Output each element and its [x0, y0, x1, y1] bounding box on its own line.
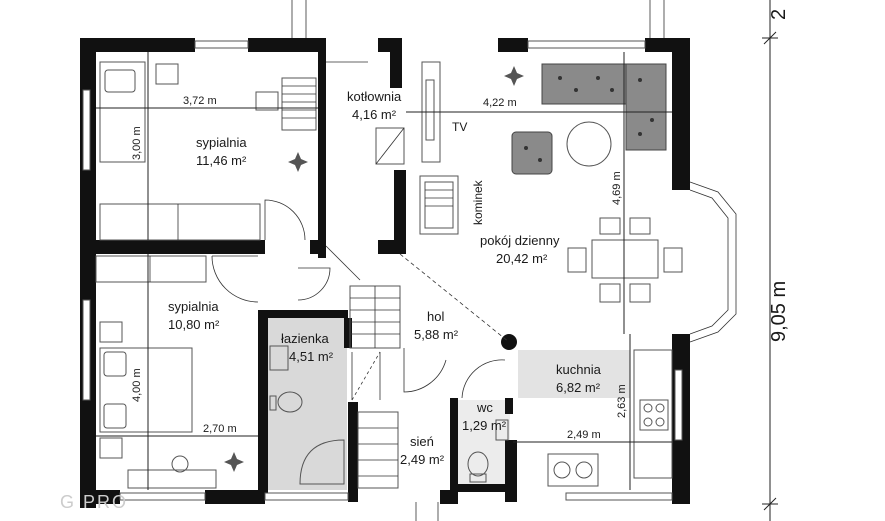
bathroom-fixtures — [269, 345, 345, 485]
armchair — [511, 131, 553, 175]
stairs — [349, 285, 401, 489]
tv-label: TV — [452, 120, 467, 134]
boiler-area: 4,16 m² — [352, 107, 397, 122]
boiler-name: kotłownia — [347, 89, 402, 104]
bathroom-area: 4,51 m² — [289, 349, 334, 364]
kitchen-width: 2,49 m — [567, 429, 601, 441]
bedroom1-depth: 3,00 m — [131, 126, 143, 160]
wc-name: wc — [476, 400, 493, 415]
hall-door — [403, 348, 447, 393]
bathroom-floor — [266, 318, 347, 490]
bedroom1-door — [264, 199, 306, 241]
fireplace-unit — [419, 175, 459, 235]
bedroom2-door — [211, 255, 259, 303]
sofa — [541, 63, 667, 151]
plant-icon — [224, 452, 244, 472]
coffee-table — [566, 121, 612, 167]
bedroom1-width: 3,72 m — [183, 95, 217, 107]
bedroom1-furniture — [99, 61, 317, 241]
bedroom1-area: 11,46 m² — [196, 153, 247, 168]
bathroom-door — [297, 267, 331, 301]
windows — [82, 40, 683, 501]
wc-fixtures — [467, 419, 509, 483]
living-area: 20,42 m² — [496, 251, 548, 266]
bedroom2-depth: 4,00 m — [131, 368, 143, 402]
total-depth: 9,05 m — [768, 281, 790, 342]
living-width: 4,22 m — [483, 97, 517, 109]
kitchen-name: kuchnia — [556, 362, 602, 377]
kitchen-area: 6,82 m² — [556, 380, 601, 395]
plant-icon — [288, 152, 308, 172]
dining-set — [567, 217, 683, 303]
fireplace-label: kominek — [471, 179, 485, 225]
hall-name: hol — [427, 309, 444, 324]
bedroom2-area: 10,80 m² — [168, 317, 220, 332]
wc-door — [461, 359, 506, 399]
watermark: G PRO — [60, 492, 128, 512]
bedroom2-furniture — [95, 255, 217, 489]
bathroom-name: łazienka — [281, 331, 329, 346]
top-right-dim: 2 — [768, 9, 790, 20]
wc-area: 1,29 m² — [462, 418, 507, 433]
plant-icon — [504, 66, 524, 86]
kitchen-depth: 2,63 m — [616, 384, 628, 418]
boiler-door — [325, 245, 361, 281]
wc-floor — [458, 400, 510, 490]
bedroom1-name: sypialnia — [196, 135, 247, 150]
bay-window — [689, 189, 729, 335]
kitchen-counter — [518, 350, 630, 398]
bedroom2-name: sypialnia — [168, 299, 219, 314]
living-name: pokój dzienny — [480, 233, 560, 248]
hall-area: 5,88 m² — [414, 327, 459, 342]
bedroom2-width: 2,70 m — [203, 423, 237, 435]
living-depth: 4,69 m — [611, 171, 623, 205]
vestibule-name: sień — [410, 434, 434, 449]
boiler-unit — [375, 127, 405, 165]
vestibule-area: 2,49 m² — [400, 452, 445, 467]
kitchen-fixtures — [547, 349, 673, 487]
